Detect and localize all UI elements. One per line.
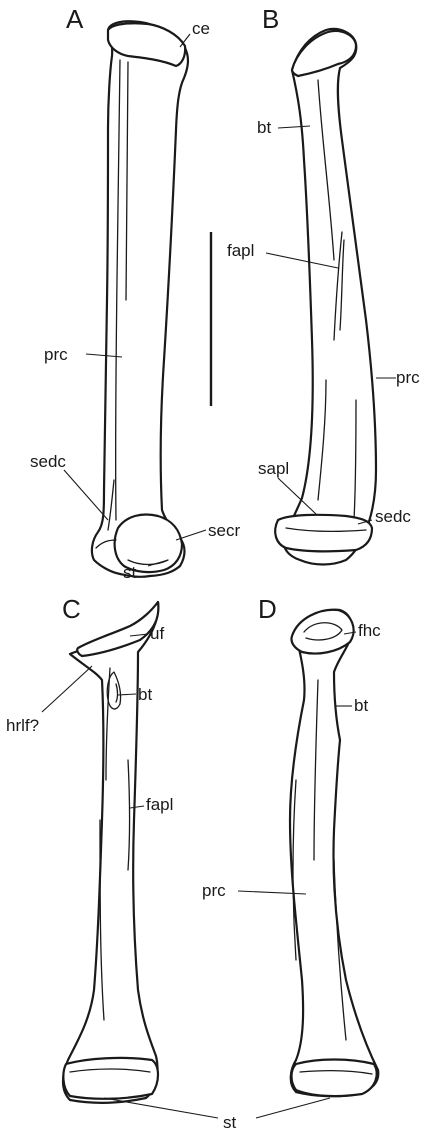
label-a-secr: secr bbox=[208, 521, 240, 540]
distal-end-c bbox=[63, 1058, 158, 1099]
panel-b: B bt fapl prc sapl sedc bbox=[227, 4, 420, 565]
label-cd-st: st bbox=[223, 1113, 237, 1132]
label-b-fapl: fapl bbox=[227, 241, 254, 260]
bone-outline-b bbox=[284, 29, 376, 565]
label-c-fapl: fapl bbox=[146, 795, 173, 814]
proximal-facet-c bbox=[77, 602, 158, 656]
panel-d: D fhc bt prc bbox=[202, 594, 381, 1096]
label-d-bt: bt bbox=[354, 696, 368, 715]
label-d-fhc: fhc bbox=[358, 621, 381, 640]
label-b-bt: bt bbox=[257, 118, 271, 137]
panel-letter-c: C bbox=[62, 594, 81, 624]
distal-end-b bbox=[275, 515, 372, 552]
panel-a: A ce prc sedc secr st bbox=[30, 4, 240, 582]
label-a-st: st bbox=[123, 563, 137, 582]
label-c-hrlf: hrlf? bbox=[6, 716, 39, 735]
femoral-head-d bbox=[291, 610, 353, 654]
proximal-head-b bbox=[292, 31, 356, 76]
label-c-bt: bt bbox=[138, 685, 152, 704]
label-a-sedc: sedc bbox=[30, 452, 66, 471]
panel-letter-d: D bbox=[258, 594, 277, 624]
panel-c: C uf hrlf? bt fapl bbox=[6, 594, 173, 1103]
shared-st-label: st bbox=[104, 1098, 330, 1132]
label-a-prc: prc bbox=[44, 345, 68, 364]
panel-letter-b: B bbox=[262, 4, 279, 34]
bone-outline-d bbox=[290, 610, 378, 1096]
distal-end-d bbox=[292, 1060, 377, 1097]
label-b-sapl: sapl bbox=[258, 459, 289, 478]
label-d-prc: prc bbox=[202, 881, 226, 900]
label-c-uf: uf bbox=[150, 624, 164, 643]
label-a-ce: ce bbox=[192, 19, 210, 38]
label-b-sedc: sedc bbox=[375, 507, 411, 526]
panel-letter-a: A bbox=[66, 4, 84, 34]
label-b-prc: prc bbox=[396, 368, 420, 387]
bone-outline-a bbox=[92, 21, 188, 577]
